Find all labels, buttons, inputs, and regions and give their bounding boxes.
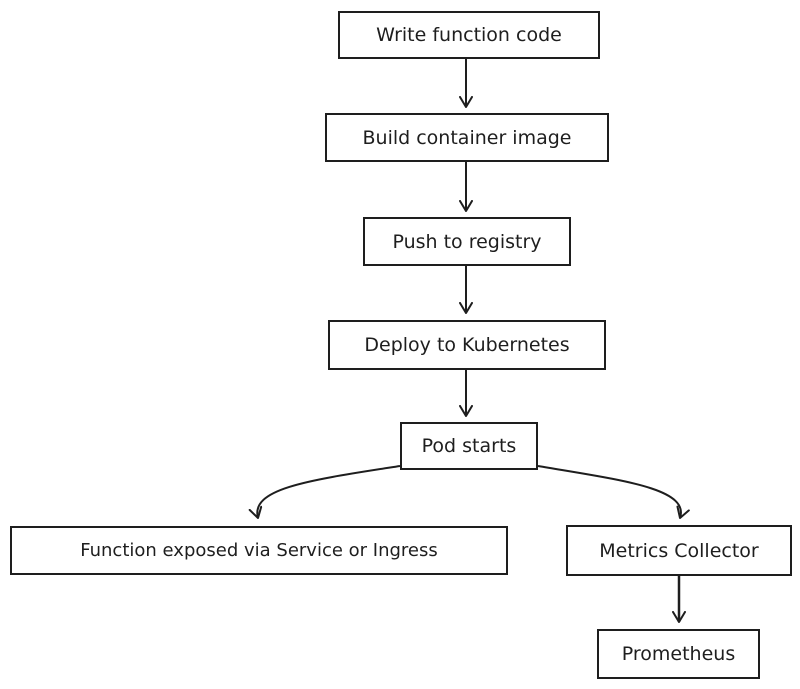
- node-label: Pod starts: [421, 435, 517, 457]
- node-build-container-image: Build container image: [325, 113, 609, 162]
- node-label: Build container image: [362, 126, 572, 149]
- node-label: Metrics Collector: [599, 539, 759, 562]
- node-function-exposed: Function exposed via Service or Ingress: [10, 526, 508, 575]
- node-deploy-to-kubernetes: Deploy to Kubernetes: [328, 320, 606, 370]
- node-label: Deploy to Kubernetes: [364, 334, 570, 356]
- node-metrics-collector: Metrics Collector: [566, 525, 792, 576]
- node-prometheus: Prometheus: [597, 629, 760, 679]
- node-label: Prometheus: [621, 643, 736, 665]
- node-label: Push to registry: [392, 230, 542, 253]
- node-label: Function exposed via Service or Ingress: [80, 540, 438, 561]
- edge-pod-to-metrics: [537, 465, 690, 519]
- node-pod-starts: Pod starts: [400, 422, 538, 470]
- node-push-to-registry: Push to registry: [363, 217, 571, 266]
- node-write-function-code: Write function code: [338, 11, 600, 59]
- node-label: Write function code: [376, 24, 562, 46]
- edge-pod-to-function: [248, 465, 401, 519]
